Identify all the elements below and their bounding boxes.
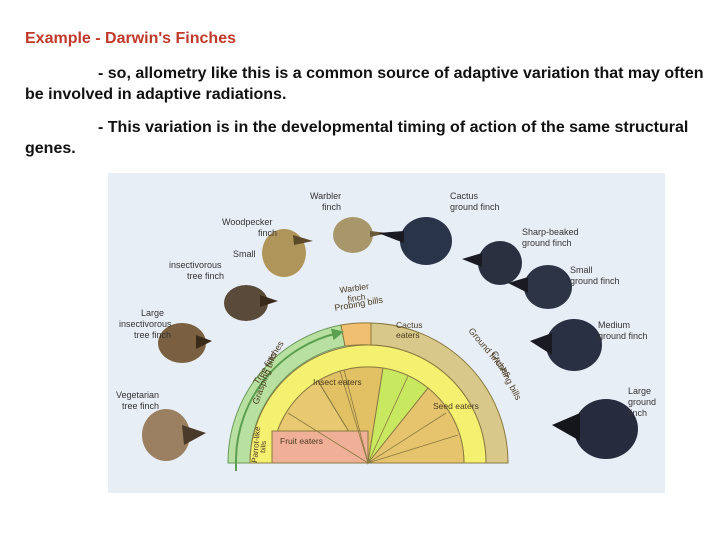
woodpecker-finch-label-line2: finch: [258, 228, 277, 238]
parrot-like-bills-label-line1: Parrot-like: [250, 426, 262, 464]
warbler-finch-head: [333, 217, 388, 253]
warbler-finch-label-line1: Warbler: [310, 191, 341, 201]
adaptation-wheel: [227, 322, 509, 471]
cactus-ground-finch-head: [378, 217, 452, 265]
large-insectivorous-label-line1: Large: [141, 308, 164, 318]
large-ground-label-line2: ground: [628, 397, 656, 407]
warbler-finch-arc-label-line2: finch: [347, 292, 366, 304]
finch-heads: [142, 217, 638, 461]
cactus-finch-label-line1: Cactus: [450, 191, 479, 201]
small-ground-label-line2: ground finch: [570, 276, 620, 286]
cactus-eaters-label-line1: Cactus: [396, 320, 422, 330]
small-ground-label-line1: Small: [570, 265, 593, 275]
warbler-finch-arc-label-line1: Warbler: [339, 281, 370, 295]
sharp-beaked-ground-finch-head: [462, 241, 522, 285]
medium-ground-label-line2: ground finch: [598, 331, 648, 341]
large-ground-label-line1: Large: [628, 386, 651, 396]
seed-eaters-sector: [366, 387, 465, 464]
vegetarian-label-line1: Vegetarian: [116, 390, 159, 400]
cactus-finch-label-line2: ground finch: [450, 202, 500, 212]
tree-finch-arrow: [235, 328, 344, 459]
insect-eaters-label: Insect eaters: [313, 377, 362, 387]
medium-ground-label-line1: Medium: [598, 320, 630, 330]
vegetarian-label-line2: tree finch: [122, 401, 159, 411]
slide-title: Example - Darwin's Finches: [25, 30, 236, 47]
woodpecker-finch-head: [262, 229, 313, 277]
paragraph-developmental-timing: - This variation is in the developmental…: [25, 119, 689, 157]
large-ground-label-line3: finch: [628, 408, 647, 418]
large-insectivorous-label-line3: tree finch: [134, 330, 171, 340]
large-insectivorous-finch-head: [158, 323, 212, 363]
medium-ground-finch-head: [530, 319, 602, 371]
small-ground-finch-head: [508, 265, 572, 309]
large-ground-finch-head: [552, 399, 638, 459]
seed-eaters-label: Seed eaters: [433, 401, 479, 411]
fruit-eaters-label: Fruit eaters: [280, 436, 323, 446]
vegetarian-finch-head: [142, 409, 206, 461]
warbler-finch-label-line2: finch: [322, 202, 341, 212]
darwin-finch-figure: Tree finches Ground finches Warbler finc…: [108, 173, 665, 493]
small-insectivorous-finch-head: [224, 285, 278, 321]
sharp-beaked-label-line2: ground finch: [522, 238, 572, 248]
large-insectivorous-label-line2: insectivorous: [119, 319, 172, 329]
cactus-eaters-label-line2: eaters: [396, 330, 420, 340]
small-insectivorous-label-line2: insectivorous: [169, 260, 222, 270]
sharp-beaked-label-line1: Sharp-beaked: [522, 227, 579, 237]
woodpecker-finch-label-line1: Woodpecker: [222, 217, 272, 227]
fruit-eaters-sector: [271, 430, 369, 464]
paragraph-allometry: - so, allometry like this is a common so…: [25, 65, 704, 103]
parrot-like-bills-label-line2: bills: [260, 440, 268, 453]
small-insectivorous-label-line1: Small: [233, 249, 256, 259]
small-insectivorous-label-line3: tree finch: [187, 271, 224, 281]
